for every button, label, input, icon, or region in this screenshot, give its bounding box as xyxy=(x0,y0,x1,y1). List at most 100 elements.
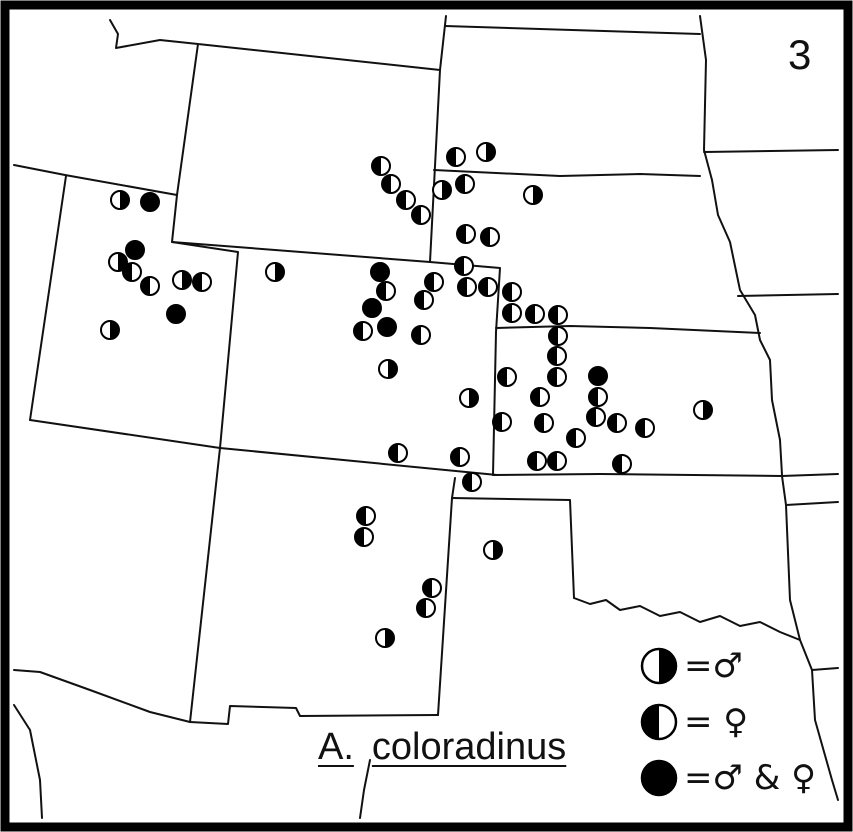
record-symbol xyxy=(354,527,374,547)
record-symbol xyxy=(548,305,568,325)
record-symbol xyxy=(534,413,554,433)
record-symbol xyxy=(547,367,567,387)
record-symbol xyxy=(547,346,567,366)
record-symbol xyxy=(370,262,390,282)
filled-circle-icon xyxy=(640,759,678,797)
record-symbol xyxy=(381,174,401,194)
border-red-river xyxy=(573,597,801,641)
border-iowa-missouri xyxy=(737,293,839,297)
record-symbol xyxy=(422,578,442,598)
record-symbol xyxy=(110,190,130,210)
record-symbol xyxy=(122,262,142,282)
record-symbol xyxy=(353,321,373,341)
border-idaho-utah-north xyxy=(29,175,67,421)
record-symbol xyxy=(588,366,608,386)
border-kansas-ok xyxy=(492,473,839,477)
record-symbol xyxy=(396,190,416,210)
record-symbol xyxy=(459,388,479,408)
record-symbol xyxy=(378,359,398,379)
border-utah-east xyxy=(171,241,239,449)
legend-label-male: =♂ xyxy=(684,646,743,686)
record-symbol xyxy=(586,407,606,427)
record-symbol xyxy=(693,400,713,420)
record-symbol xyxy=(140,276,160,296)
record-symbol xyxy=(140,192,160,212)
half-right-filled-icon xyxy=(640,647,678,685)
record-symbol xyxy=(462,472,482,492)
record-symbol xyxy=(476,142,496,162)
border-minnesota xyxy=(699,15,713,181)
record-symbol xyxy=(172,270,192,290)
record-symbol xyxy=(454,256,474,276)
record-symbol xyxy=(502,282,522,302)
caption-species: coloradinus xyxy=(371,726,567,768)
record-symbol xyxy=(414,290,434,310)
record-symbol xyxy=(388,443,408,463)
figure-number: 3 xyxy=(788,31,812,78)
record-symbol xyxy=(356,506,376,526)
record-symbol xyxy=(607,413,627,433)
state-borders xyxy=(13,15,839,819)
record-symbols xyxy=(100,142,713,648)
record-symbol xyxy=(548,326,568,346)
record-symbol xyxy=(478,277,498,297)
border-ne-kansas xyxy=(495,325,761,334)
border-missouri-river xyxy=(711,179,783,476)
record-symbol xyxy=(502,303,522,323)
record-symbol xyxy=(411,205,431,225)
border-minn-iowa xyxy=(703,149,839,153)
record-symbol xyxy=(566,428,586,448)
record-symbol xyxy=(525,304,545,324)
record-symbol xyxy=(432,180,452,200)
record-symbol xyxy=(450,447,470,467)
record-symbol xyxy=(411,325,431,345)
border-arkansas-south xyxy=(785,501,839,506)
record-symbol xyxy=(416,598,436,618)
record-symbol xyxy=(371,156,391,176)
record-symbol xyxy=(527,451,547,471)
border-ok-panhandle xyxy=(451,497,575,599)
record-symbol xyxy=(100,320,120,340)
legend-label-both: =♂ & ♀ xyxy=(684,758,816,798)
record-symbol xyxy=(547,451,567,471)
record-symbol xyxy=(497,367,517,387)
border-wyoming xyxy=(171,43,441,263)
record-symbol xyxy=(377,317,397,337)
border-nd-sd-west xyxy=(439,15,447,71)
border-nm-east xyxy=(437,477,456,716)
border-texas-west xyxy=(359,759,371,819)
border-louisiana xyxy=(799,639,839,671)
record-symbol xyxy=(612,454,632,474)
border-nm-south xyxy=(189,705,439,725)
border-az-south xyxy=(13,704,43,819)
record-symbol xyxy=(457,277,477,297)
record-symbol xyxy=(192,272,212,292)
record-symbol xyxy=(456,224,476,244)
border-texas-east xyxy=(811,669,839,801)
record-symbol xyxy=(530,387,550,407)
record-symbol xyxy=(166,304,186,324)
record-symbol xyxy=(480,227,500,247)
border-arizona-nm xyxy=(189,447,221,723)
border-montana-south xyxy=(13,164,178,196)
record-symbol xyxy=(125,240,145,260)
record-symbol xyxy=(483,540,503,560)
legend-item-female: = ♀ xyxy=(640,702,748,742)
border-montana-top xyxy=(109,19,199,49)
species-caption: A.coloradinus xyxy=(318,728,566,766)
record-symbol xyxy=(455,174,475,194)
record-symbol xyxy=(424,272,444,292)
record-symbol xyxy=(446,147,466,167)
border-sd-ne xyxy=(433,169,701,177)
border-dakota-split xyxy=(444,25,701,35)
record-symbol xyxy=(362,298,382,318)
border-ok-arkansas xyxy=(781,475,801,641)
record-symbol xyxy=(265,262,285,282)
border-utah-south xyxy=(29,419,498,476)
half-left-filled-icon xyxy=(640,703,678,741)
legend-label-female: = ♀ xyxy=(684,702,749,742)
record-symbol xyxy=(588,387,608,407)
